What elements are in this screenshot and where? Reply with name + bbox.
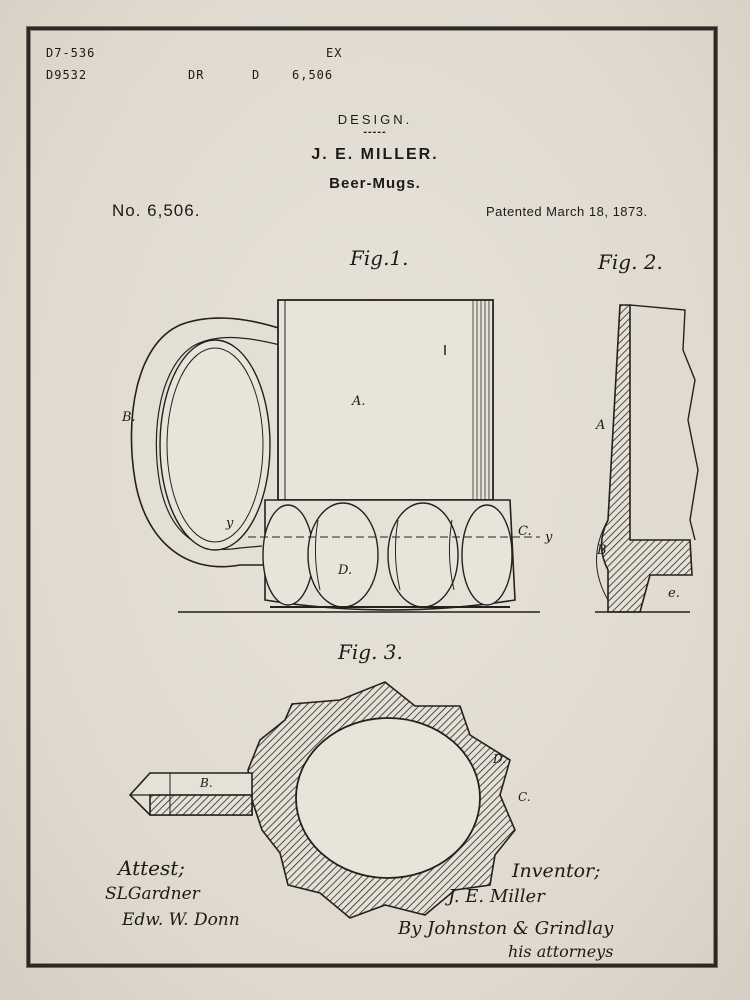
label-e-fig2: e. bbox=[668, 586, 680, 601]
fig3-title: Fig. 3. bbox=[338, 640, 403, 664]
label-y-right: y bbox=[545, 530, 553, 545]
label-b: B. bbox=[122, 410, 136, 425]
label-c-fig3: C. bbox=[518, 790, 531, 804]
fig3-top-view bbox=[128, 681, 516, 919]
label-c: C. bbox=[518, 524, 532, 539]
fig2-title: Fig. 2. bbox=[598, 250, 663, 274]
witness-signature-2: Edw. W. Donn bbox=[122, 910, 240, 930]
mug-body bbox=[277, 299, 494, 501]
heading-dashes: ----- bbox=[363, 126, 387, 138]
fig2-section bbox=[595, 304, 699, 613]
patent-date: Patented March 18, 1873. bbox=[486, 204, 648, 219]
code-ex: EX bbox=[326, 46, 343, 60]
fig1-mug bbox=[130, 299, 540, 613]
design-heading: DESIGN. bbox=[337, 112, 413, 127]
patent-number: No. 6,506. bbox=[112, 201, 201, 220]
handle-opening-inner bbox=[166, 347, 264, 543]
witness-signature-1: SLGardner bbox=[105, 884, 200, 904]
code-bottom-left: D9532 bbox=[46, 68, 88, 82]
patent-subject: Beer-Mugs. bbox=[329, 175, 421, 192]
attorney-caption: his attorneys bbox=[508, 942, 614, 961]
inventor-name: J. E. MILLER. bbox=[311, 146, 439, 163]
inventor-signature: J. E. Miller bbox=[448, 886, 545, 907]
code-top-left: D7-536 bbox=[46, 46, 96, 60]
label-a-fig2: A bbox=[596, 418, 606, 433]
fig1-title: Fig.1. bbox=[350, 246, 409, 270]
code-number: 6,506 bbox=[292, 68, 334, 82]
label-d: D. bbox=[338, 563, 353, 578]
page-border bbox=[27, 27, 717, 967]
label-a: A. bbox=[352, 394, 366, 409]
attest-label: Attest; bbox=[118, 856, 186, 880]
attorney-signature: By Johnston & Grindlay bbox=[398, 918, 614, 939]
handle-opening bbox=[159, 339, 271, 551]
code-dr: DR bbox=[188, 68, 205, 82]
label-y-left: y bbox=[226, 516, 234, 531]
inventor-label: Inventor; bbox=[512, 860, 601, 882]
label-b-fig2: B bbox=[597, 543, 607, 558]
label-d-fig3: D. bbox=[493, 752, 507, 766]
code-d: D bbox=[252, 68, 261, 82]
label-b-fig3: B. bbox=[200, 776, 213, 790]
